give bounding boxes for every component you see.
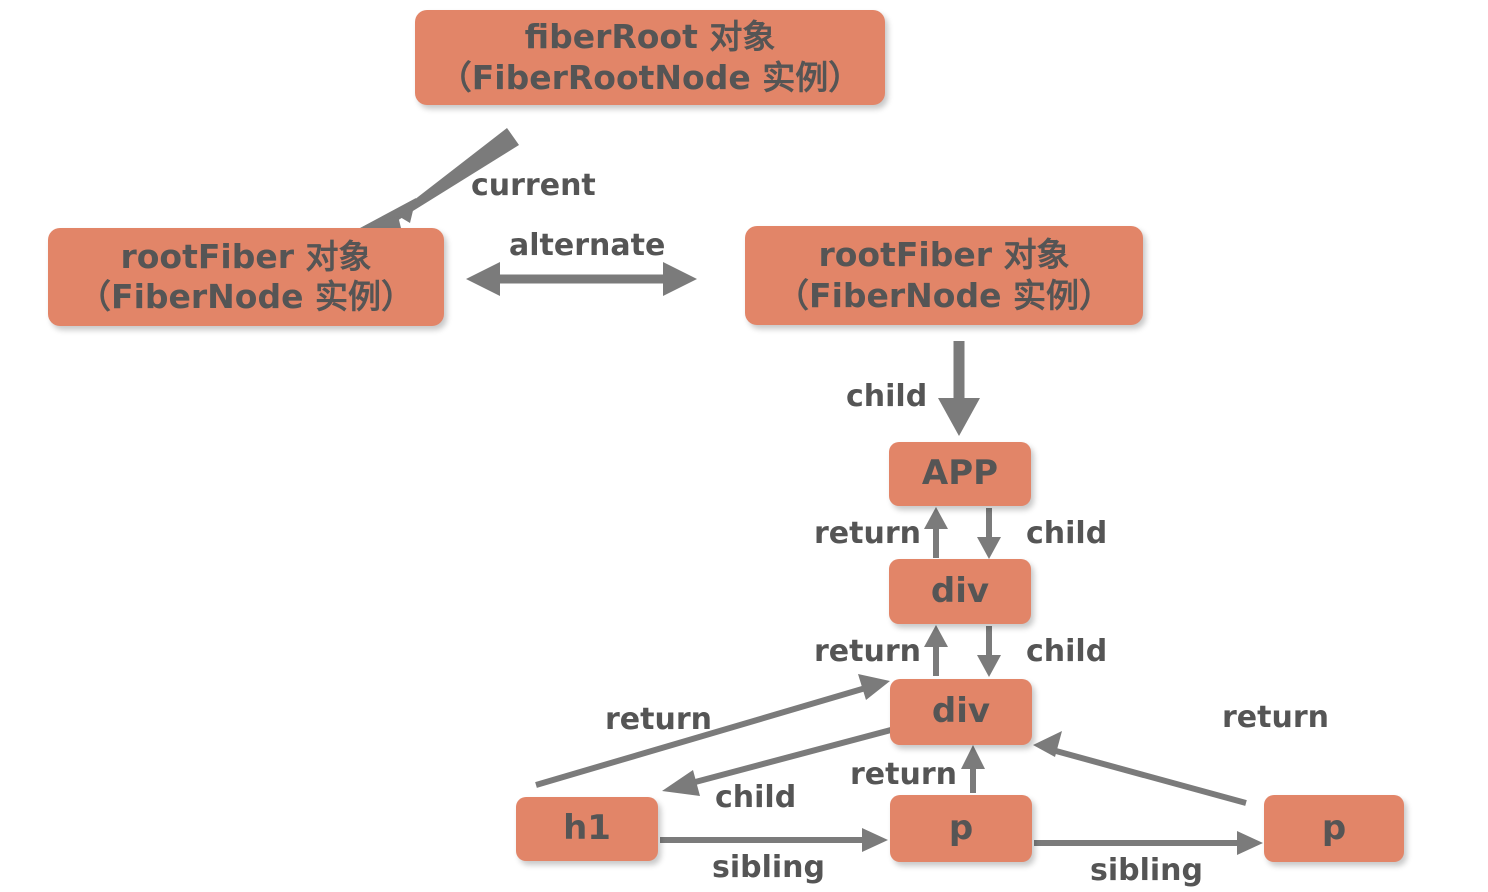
edge-p-second-return-arrow [1033, 731, 1247, 806]
edge-label-alternate: alternate [509, 228, 666, 263]
node-fiber-root-line1: fiberRoot 对象 [524, 17, 776, 57]
node-p-second[interactable]: p [1264, 795, 1404, 862]
node-root-fiber-current-line2: （FiberNode 实例） [78, 277, 414, 316]
edge-label-return-p-first: return [850, 757, 957, 792]
node-root-fiber-current-line1: rootFiber 对象 [120, 236, 372, 276]
edge-label-current: current [471, 168, 596, 203]
edge-root-child-arrow [938, 341, 980, 436]
edge-label-return-div-outer: return [814, 634, 921, 669]
edge-label-child-app: child [1026, 516, 1108, 551]
node-div-inner[interactable]: div [890, 679, 1032, 745]
node-p-second-label: p [1321, 807, 1347, 848]
edge-app-child-arrow [977, 508, 1001, 559]
edge-div-inner-return-arrow [924, 625, 948, 676]
node-root-fiber-current[interactable]: rootFiber 对象 （FiberNode 实例） [48, 228, 444, 326]
node-div-inner-label: div [931, 691, 991, 732]
node-div-outer-label: div [930, 570, 990, 611]
edge-label-sibling-p: sibling [1090, 853, 1204, 888]
node-p-first[interactable]: p [890, 795, 1032, 862]
node-fiber-root[interactable]: fiberRoot 对象 （FiberRootNode 实例） [415, 10, 885, 105]
edge-label-sibling-h1: sibling [712, 850, 826, 885]
node-p-first-label: p [948, 807, 974, 848]
node-fiber-root-line2: （FiberRootNode 实例） [438, 57, 862, 97]
edge-p-first-return-arrow [961, 745, 985, 793]
edge-label-child-div-inner: child [715, 780, 797, 815]
node-root-fiber-alternate-line2: （FiberNode 实例） [776, 275, 1112, 315]
edge-div-outer-child-arrow [977, 626, 1001, 677]
edge-div-inner-child-arrow [662, 727, 892, 796]
node-root-fiber-alternate-line1: rootFiber 对象 [818, 235, 1070, 275]
edge-label-child-div-outer: child [1026, 634, 1108, 669]
edge-label-return-p-second: return [1222, 700, 1329, 735]
edge-h1-sibling-arrow [660, 828, 888, 852]
node-app-label: APP [921, 453, 999, 494]
edge-p-sibling-arrow [1034, 831, 1263, 855]
node-h1-label: h1 [563, 808, 611, 849]
node-h1[interactable]: h1 [516, 797, 658, 861]
node-div-outer[interactable]: div [889, 559, 1031, 624]
edge-label-child-root: child [846, 379, 928, 414]
node-root-fiber-alternate[interactable]: rootFiber 对象 （FiberNode 实例） [745, 226, 1143, 325]
edge-div-outer-return-arrow [924, 507, 948, 558]
edge-h1-return-arrow [535, 674, 890, 788]
edge-label-return-app: return [814, 516, 921, 551]
edge-alternate-arrow [466, 262, 697, 296]
edge-label-return-h1: return [605, 702, 712, 737]
node-app[interactable]: APP [889, 442, 1031, 506]
